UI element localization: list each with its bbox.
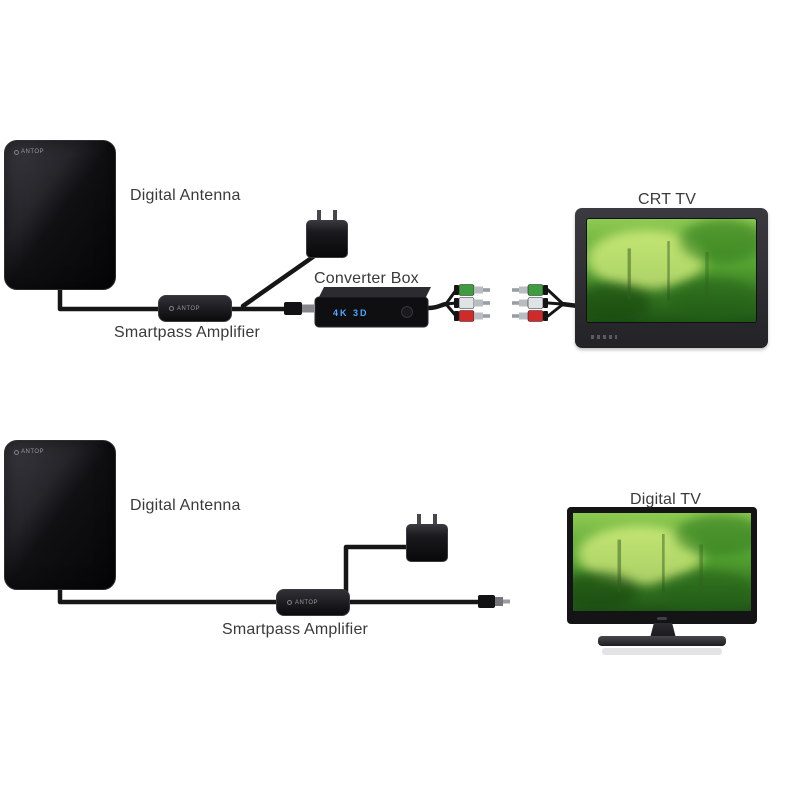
adapter-prong xyxy=(317,210,321,222)
antop-logo-icon xyxy=(14,449,19,455)
converter-display: 4K 3D xyxy=(333,308,369,318)
tv-stand-neck xyxy=(650,623,676,638)
digital-antenna-bottom: ANTOP xyxy=(4,440,116,590)
adapter-prong xyxy=(433,514,437,526)
rca-plug-green-left xyxy=(458,284,475,296)
digital-antenna-top: ANTOP xyxy=(4,140,116,290)
label-digital-antenna-bottom: Digital Antenna xyxy=(130,497,241,514)
rca-bundle-right xyxy=(512,284,548,322)
label-digital-antenna-top: Digital Antenna xyxy=(130,187,241,204)
antop-logo-icon xyxy=(169,306,174,311)
coax-connector-bottom xyxy=(478,595,510,608)
crt-screen xyxy=(586,218,757,323)
speaker-grille xyxy=(591,335,617,339)
antop-logo: ANTOP xyxy=(14,449,44,455)
digital-tv-screen xyxy=(573,513,751,611)
power-adapter-bottom xyxy=(406,514,448,562)
coax-connector-top xyxy=(284,302,314,315)
converter-top-face xyxy=(319,287,431,297)
antop-logo: ANTOP xyxy=(14,149,44,155)
digital-tv xyxy=(567,507,757,624)
label-smartpass-amplifier-top: Smartpass Amplifier xyxy=(114,324,261,341)
cable-power-adapter-top xyxy=(240,249,323,309)
adapter-prong xyxy=(333,210,337,222)
forest-image xyxy=(573,513,751,611)
label-smartpass-amplifier-bottom: Smartpass Amplifier xyxy=(222,621,369,638)
converter-front-face xyxy=(314,296,429,328)
cable-power-adapter-bottom xyxy=(343,544,415,604)
label-digital-tv: Digital TV xyxy=(630,491,702,508)
antenna-brand-text: ANTOP xyxy=(21,149,45,155)
tv-stand-base xyxy=(598,636,726,646)
cable-fan-right xyxy=(546,288,564,318)
antenna-brand-text: ANTOP xyxy=(21,449,45,455)
amplifier-brand-text: ANTOP xyxy=(295,599,319,606)
label-crt-tv: CRT TV xyxy=(638,191,697,208)
rca-plug-red-right xyxy=(527,310,544,322)
antop-logo-icon xyxy=(14,149,19,155)
rca-plug-white-left xyxy=(458,297,475,309)
rca-bundle-left xyxy=(454,284,490,322)
adapter-body xyxy=(306,220,348,258)
smartpass-amplifier-bottom: ANTOP xyxy=(276,589,350,616)
converter-box: 4K 3D xyxy=(314,287,431,328)
rca-plug-red-left xyxy=(458,310,475,322)
amplifier-brand-text: ANTOP xyxy=(177,305,201,312)
rca-plug-white-right xyxy=(527,297,544,309)
crt-tv xyxy=(575,208,768,348)
forest-image xyxy=(587,219,756,322)
antop-logo-icon xyxy=(287,600,292,605)
power-adapter-top xyxy=(306,210,348,258)
rca-plug-green-right xyxy=(527,284,544,296)
adapter-body xyxy=(406,524,448,562)
tv-stand-reflection xyxy=(602,648,722,655)
label-converter-box: Converter Box xyxy=(314,270,419,287)
tv-power-led xyxy=(657,617,667,620)
converter-power-button xyxy=(401,306,413,318)
smartpass-amplifier-top: ANTOP xyxy=(158,295,232,322)
adapter-prong xyxy=(417,514,421,526)
